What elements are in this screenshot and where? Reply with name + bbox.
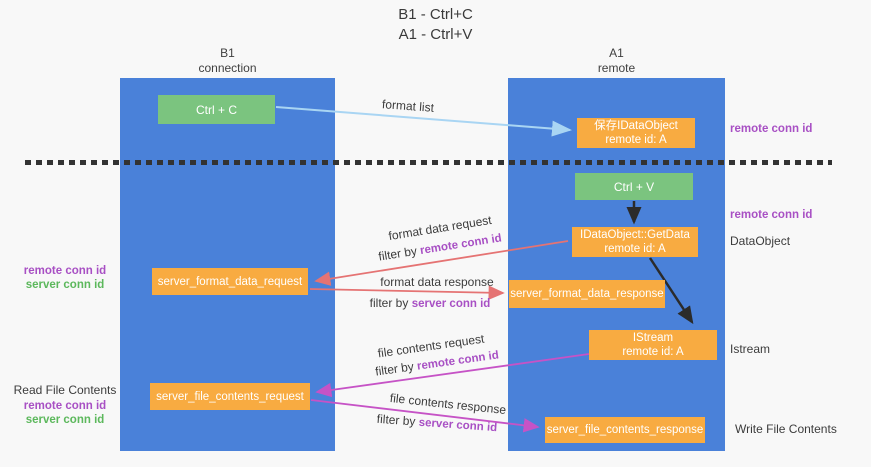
node-ctrl-c: Ctrl + C bbox=[158, 95, 275, 124]
right-label-write-file-contents: Write File Contents bbox=[735, 422, 837, 436]
left-label-group-file: Read File Contents remote conn id server… bbox=[5, 383, 125, 427]
column-b1-role: connection bbox=[198, 61, 257, 75]
right-label-dataobject: DataObject bbox=[730, 234, 791, 248]
column-b1-name: B1 bbox=[220, 46, 235, 60]
session-divider-dashed-line bbox=[25, 160, 832, 165]
right-label-remote-conn-id-1: remote conn id bbox=[730, 123, 813, 135]
file-contents-response-arrow bbox=[310, 399, 540, 433]
right-label-remote-conn-id-2: remote conn id bbox=[730, 209, 813, 221]
node-idataobject-getdata: IDataObject::GetData remote id: A bbox=[572, 227, 698, 257]
node-server-format-data-request: server_format_data_request bbox=[152, 268, 308, 295]
left-label-server-conn-id-2: server conn id bbox=[25, 414, 105, 426]
node-getdata-line1: IDataObject::GetData bbox=[580, 229, 690, 241]
node-server-format-data-response-label: server_format_data_response bbox=[510, 288, 664, 300]
node-istream-line2: remote id: A bbox=[622, 346, 684, 358]
format-data-response-arrow bbox=[309, 285, 505, 300]
left-label-remote-conn-id-1: remote conn id bbox=[23, 265, 107, 277]
node-ctrl-v-label: Ctrl + V bbox=[613, 179, 655, 194]
filter-by-text-4: filter by bbox=[376, 411, 420, 429]
node-getdata-line2: remote id: A bbox=[604, 243, 666, 255]
node-save-idataobject-line2: remote id: A bbox=[605, 134, 667, 146]
file-contents-request-arrow bbox=[315, 353, 590, 398]
node-save-idataobject: 保存IDataObject remote id: A bbox=[577, 118, 695, 148]
format-data-request-arrow bbox=[314, 240, 569, 286]
node-server-format-data-request-label: server_format_data_request bbox=[157, 275, 303, 288]
left-label-remote-conn-id-2: remote conn id bbox=[23, 400, 107, 412]
right-label-istream: Istream bbox=[730, 342, 771, 356]
node-save-idataobject-line1: 保存IDataObject bbox=[594, 120, 678, 132]
left-label-server-conn-id-1: server conn id bbox=[25, 279, 105, 291]
server-conn-id-text-1: server conn id bbox=[411, 298, 491, 310]
title-line-1: B1 - Ctrl+C bbox=[398, 6, 473, 23]
column-a1-role: remote bbox=[597, 61, 636, 75]
edge-label-format-data-response: format data response bbox=[380, 275, 493, 289]
column-a1-name: A1 bbox=[609, 46, 624, 60]
node-server-file-contents-response-label: server_file_contents_response bbox=[546, 424, 704, 436]
left-label-read-file-contents: Read File Contents bbox=[13, 383, 117, 397]
node-ctrl-c-label: Ctrl + C bbox=[195, 102, 237, 117]
title-line-2: A1 - Ctrl+V bbox=[398, 26, 473, 43]
column-header-b1: B1 connection bbox=[120, 46, 335, 76]
node-server-file-contents-request-label: server_file_contents_request bbox=[156, 390, 304, 403]
node-istream: IStream remote id: A bbox=[589, 330, 717, 360]
node-istream-line1: IStream bbox=[632, 332, 674, 344]
node-server-format-data-response: server_format_data_response bbox=[509, 280, 665, 308]
node-ctrl-v: Ctrl + V bbox=[575, 173, 693, 200]
diagram-title: B1 - Ctrl+C A1 - Ctrl+V bbox=[0, 5, 871, 45]
node-server-file-contents-response: server_file_contents_response bbox=[545, 417, 705, 443]
getdata-to-istream-arrow bbox=[648, 257, 694, 325]
format-list-arrow bbox=[275, 106, 572, 137]
filter-by-text-2: filter by bbox=[369, 296, 412, 310]
edge-label-filter-server-1: filter by server conn id bbox=[370, 296, 491, 310]
node-server-file-contents-request: server_file_contents_request bbox=[150, 383, 310, 410]
left-label-group-format: remote conn id server conn id bbox=[5, 264, 125, 292]
edge-label-format-data-response-text: format data response bbox=[380, 275, 494, 289]
column-header-a1: A1 remote bbox=[508, 46, 725, 76]
